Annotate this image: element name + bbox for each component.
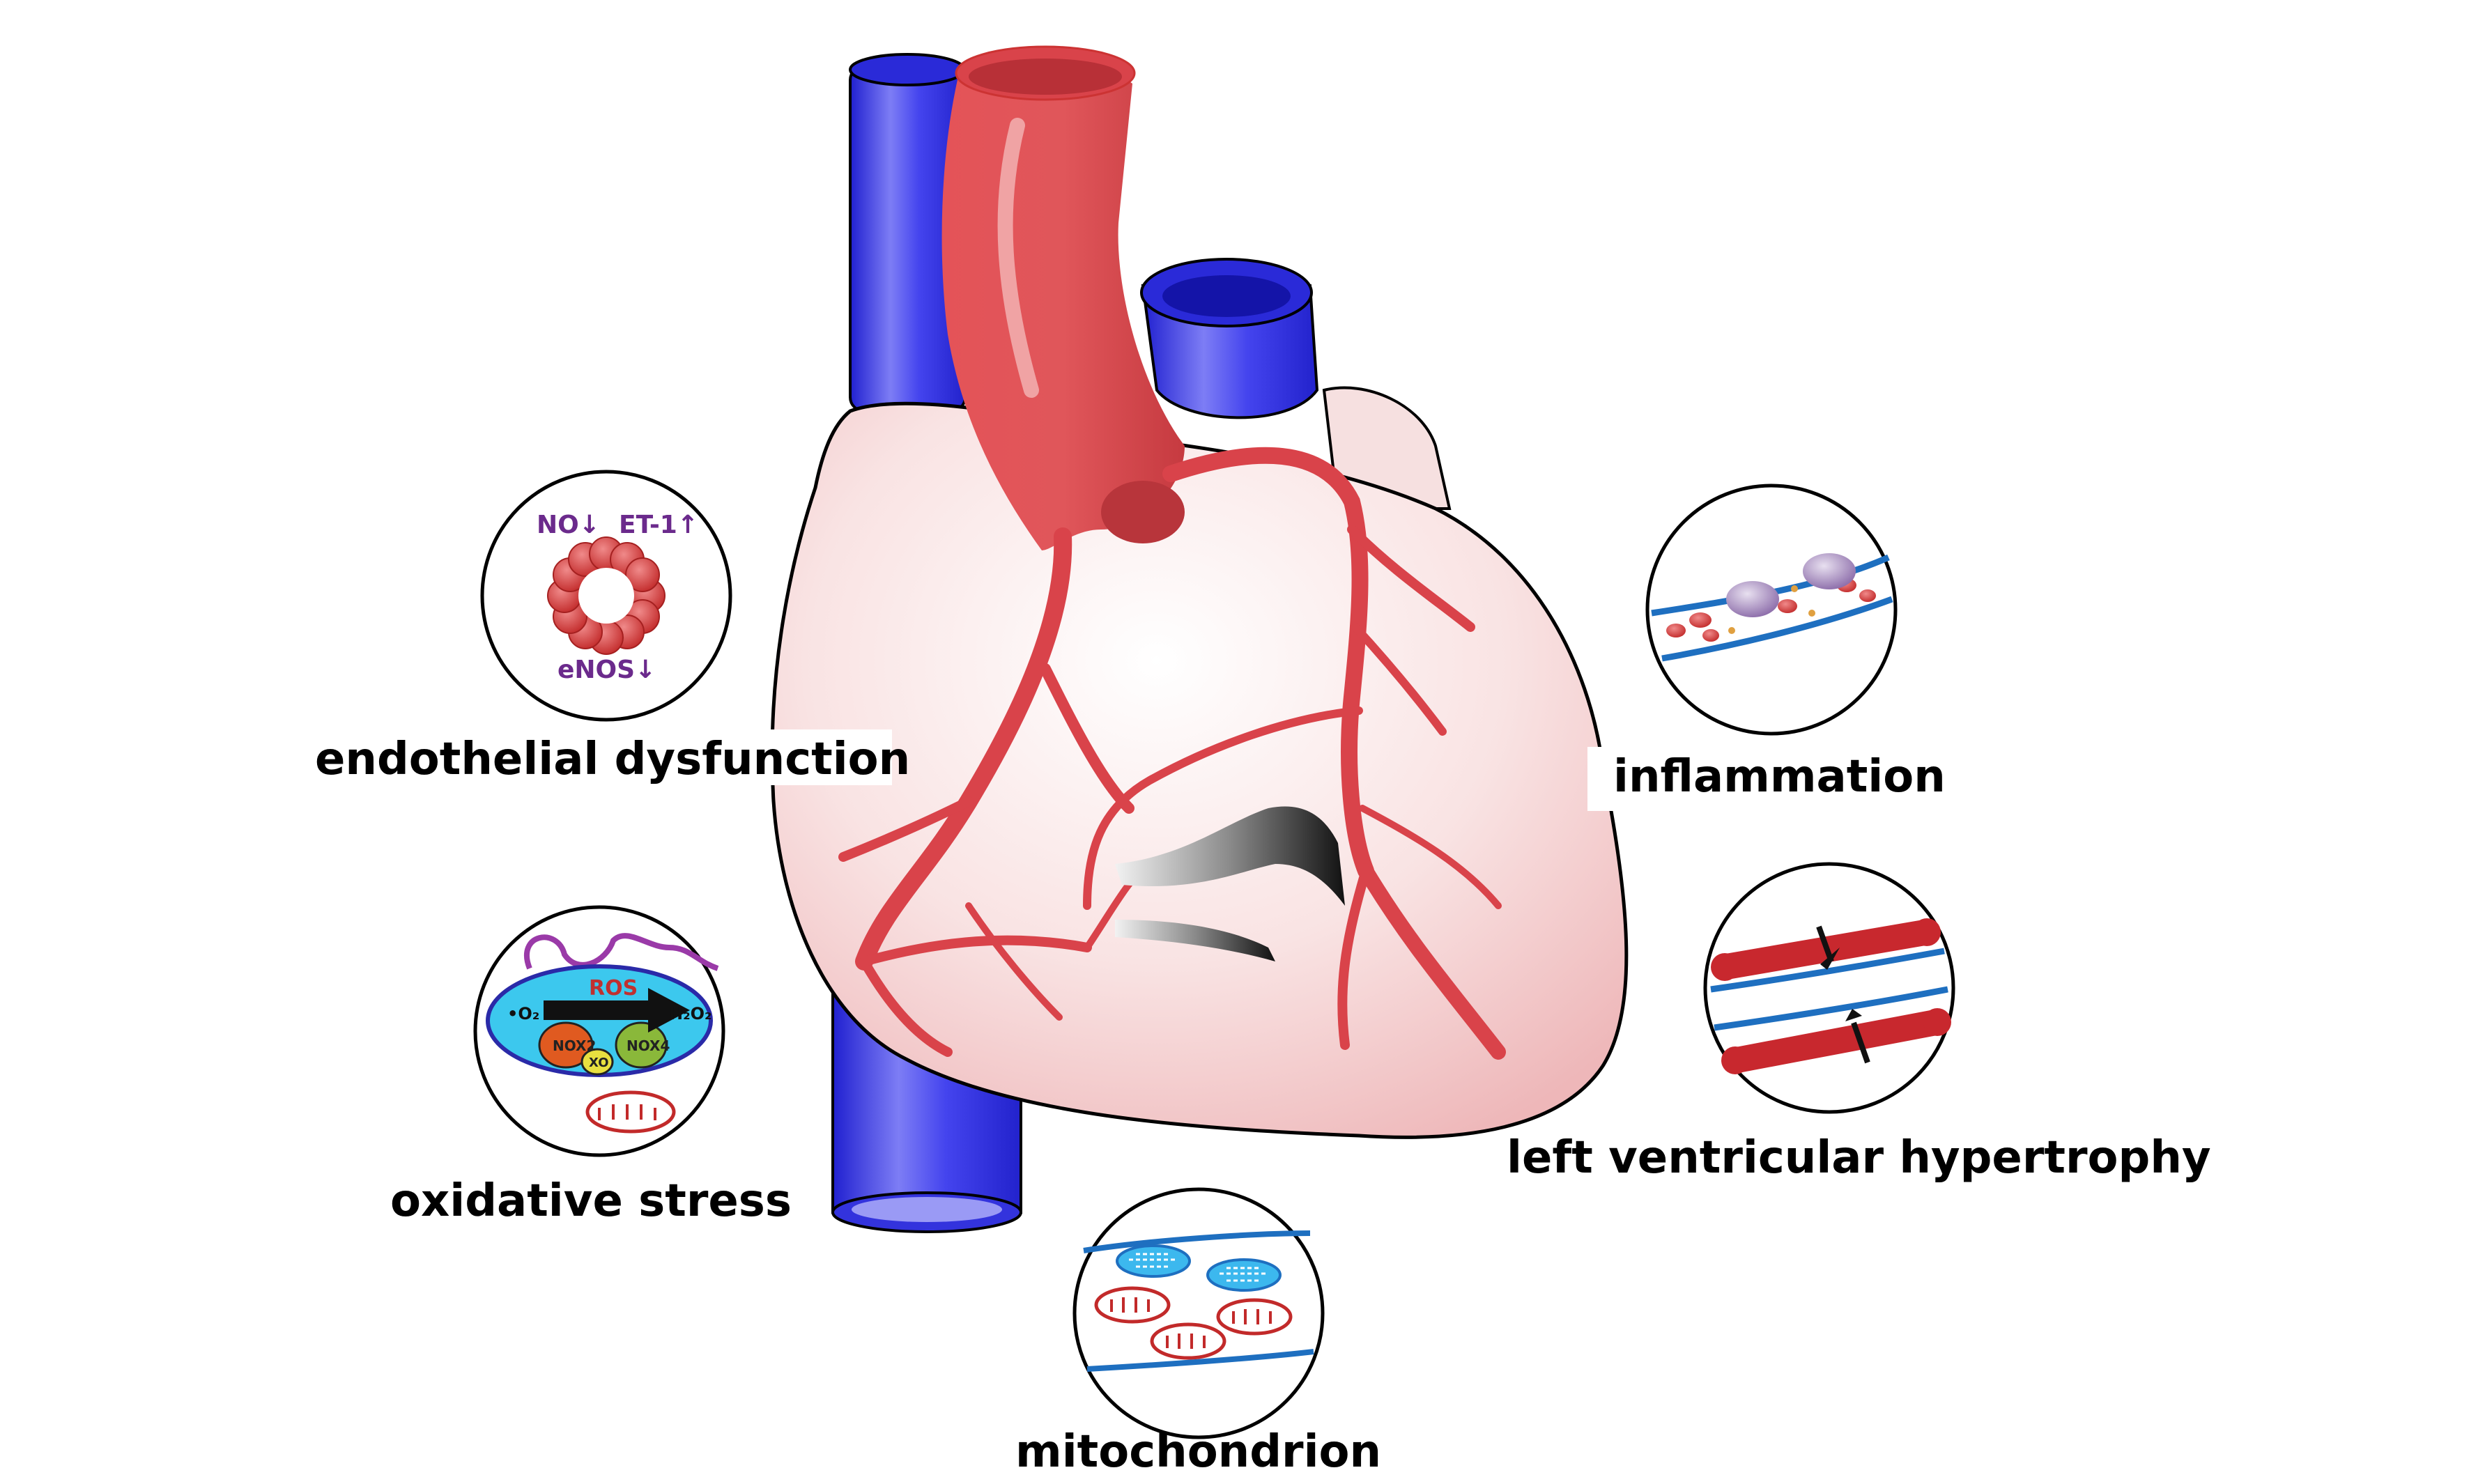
red-mitochondrion-icon	[1150, 1322, 1226, 1360]
endothelial-dysfunction-label: endothelial dysfunction	[315, 734, 911, 785]
et1-label: ET-1↑	[619, 511, 698, 539]
mitochondrion-label: mitochondrion	[1015, 1426, 1382, 1478]
occluded-vessels	[1115, 806, 1345, 961]
nox4-label: NOX4	[626, 1037, 670, 1054]
aorta	[941, 45, 1185, 550]
mitochondrion-icon	[585, 1090, 676, 1134]
inflammation-panel	[1645, 484, 1898, 736]
lvh-panel	[1703, 862, 1955, 1114]
label-background	[1587, 747, 1950, 811]
pulmonary-vein	[1140, 258, 1319, 419]
lvh-circle	[1703, 862, 1955, 1114]
blue-mitochondrion-icon	[1116, 1244, 1191, 1278]
oxidative-stress-panel: NOX2 NOX4 XO ROS •O₂ H₂O₂	[473, 905, 725, 1157]
lvh-label: left ventricular hypertrophy	[1507, 1132, 2211, 1184]
red-mitochondrion-icon	[1094, 1286, 1171, 1324]
arrow-icon	[544, 988, 690, 1033]
h2o2-label: H₂O₂	[669, 1004, 712, 1023]
blue-mitochondrion-icon	[1206, 1258, 1282, 1292]
endothelial-ring-icon	[547, 536, 666, 655]
enos-label: eNOS↓	[557, 656, 656, 684]
compression-arrow-icon	[1816, 925, 1840, 970]
no-label: NO↓	[537, 511, 600, 539]
mitochondrion-panel	[1072, 1187, 1325, 1439]
immune-cell-icon	[1726, 553, 1856, 617]
coronary-arteries	[838, 447, 1506, 1060]
label-background	[307, 729, 892, 785]
oxidative-stress-label: oxidative stress	[390, 1175, 792, 1227]
membrane-line	[523, 933, 719, 971]
compression-arrow-icon	[1845, 1009, 1870, 1064]
red-mitochondrion-icon	[1216, 1298, 1293, 1336]
endothelial-dysfunction-panel: NO↓ ET-1↑ eNOS↓	[480, 470, 732, 722]
heart	[770, 45, 1629, 1233]
nox4-icon	[615, 1021, 668, 1069]
inflammation-label: inflammation	[1613, 751, 1946, 803]
xo-label: XO	[589, 1056, 609, 1070]
nox2-icon	[538, 1021, 594, 1069]
xo-icon	[580, 1048, 614, 1076]
cytokine-icon	[1728, 585, 1815, 634]
nox2-label: NOX2	[553, 1037, 596, 1054]
o2-label: •O₂	[507, 1004, 539, 1023]
ros-label: ROS	[589, 976, 638, 1000]
endothelial-cell	[625, 557, 660, 592]
